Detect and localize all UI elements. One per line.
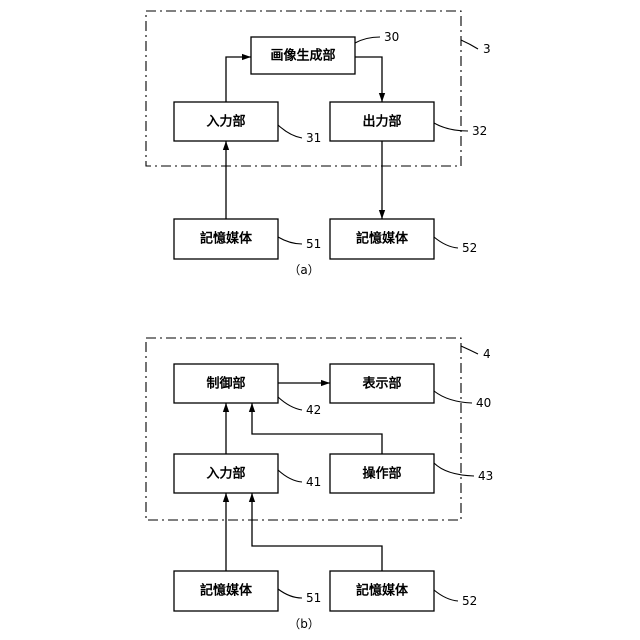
caption-a: （a） bbox=[288, 263, 319, 277]
storage-media-1-label: 記憶媒体 bbox=[200, 583, 253, 599]
image-generation-block: 画像生成部 bbox=[251, 37, 355, 74]
storage-media-in-ref: 51 bbox=[306, 237, 321, 251]
arrow-input-to-image-generation bbox=[226, 57, 251, 102]
storage-media-in-leader bbox=[278, 237, 302, 244]
operation-block: 操作部 bbox=[330, 454, 434, 493]
storage-media-2-block: 記憶媒体 bbox=[330, 571, 434, 611]
operation-leader bbox=[434, 463, 474, 476]
input-ref-a: 31 bbox=[306, 131, 321, 145]
arrow-media2-to-input bbox=[252, 493, 382, 571]
arrow-image-generation-to-output bbox=[355, 57, 382, 102]
input-leader-a bbox=[278, 125, 302, 138]
output-block: 出力部 bbox=[330, 102, 434, 141]
storage-media-2-ref: 52 bbox=[462, 594, 477, 608]
storage-media-2-label: 記憶媒体 bbox=[356, 583, 409, 599]
storage-media-2-leader bbox=[434, 590, 458, 601]
storage-media-1-ref: 51 bbox=[306, 591, 321, 605]
storage-media-1-leader bbox=[278, 589, 302, 598]
frame-b-ref: 4 bbox=[483, 347, 491, 361]
storage-media-out-label: 記憶媒体 bbox=[356, 231, 409, 247]
storage-media-in-label: 記憶媒体 bbox=[200, 231, 253, 247]
output-leader bbox=[434, 123, 468, 131]
caption-b: （b） bbox=[288, 617, 320, 631]
display-ref: 40 bbox=[476, 396, 491, 410]
input-label-a: 入力部 bbox=[206, 114, 245, 130]
diagram-a: 3 画像生成部 30 入力部 31 出力部 32 記憶媒体 51 bbox=[146, 11, 491, 277]
input-ref-b: 41 bbox=[306, 475, 321, 489]
control-block: 制御部 bbox=[174, 364, 278, 403]
display-label: 表示部 bbox=[361, 376, 401, 392]
display-block: 表示部 bbox=[330, 364, 434, 403]
storage-media-out-leader bbox=[434, 237, 458, 248]
storage-media-out-ref: 52 bbox=[462, 241, 477, 255]
output-label: 出力部 bbox=[362, 114, 401, 130]
control-label: 制御部 bbox=[206, 376, 245, 392]
output-ref: 32 bbox=[472, 124, 487, 138]
input-block-a: 入力部 bbox=[174, 102, 278, 141]
frame-b-leader bbox=[461, 346, 478, 354]
storage-media-1-block: 記憶媒体 bbox=[174, 571, 278, 611]
operation-ref: 43 bbox=[478, 469, 493, 483]
storage-media-out-block: 記憶媒体 bbox=[330, 219, 434, 259]
display-leader bbox=[434, 391, 472, 403]
frame-a-leader bbox=[461, 40, 478, 49]
control-ref: 42 bbox=[306, 403, 321, 417]
diagram-b: 4 制御部 42 表示部 40 入力部 41 操作部 43 bbox=[146, 338, 493, 631]
input-leader-b bbox=[278, 470, 302, 482]
frame-a-ref: 3 bbox=[483, 42, 491, 56]
image-generation-leader bbox=[355, 37, 380, 43]
input-label-b: 入力部 bbox=[206, 466, 245, 482]
image-generation-ref: 30 bbox=[384, 30, 399, 44]
input-block-b: 入力部 bbox=[174, 454, 278, 493]
device-frame-a bbox=[146, 11, 461, 166]
storage-media-in-block: 記憶媒体 bbox=[174, 219, 278, 259]
image-generation-label: 画像生成部 bbox=[270, 48, 335, 64]
operation-label: 操作部 bbox=[362, 466, 401, 482]
control-leader bbox=[278, 397, 302, 410]
